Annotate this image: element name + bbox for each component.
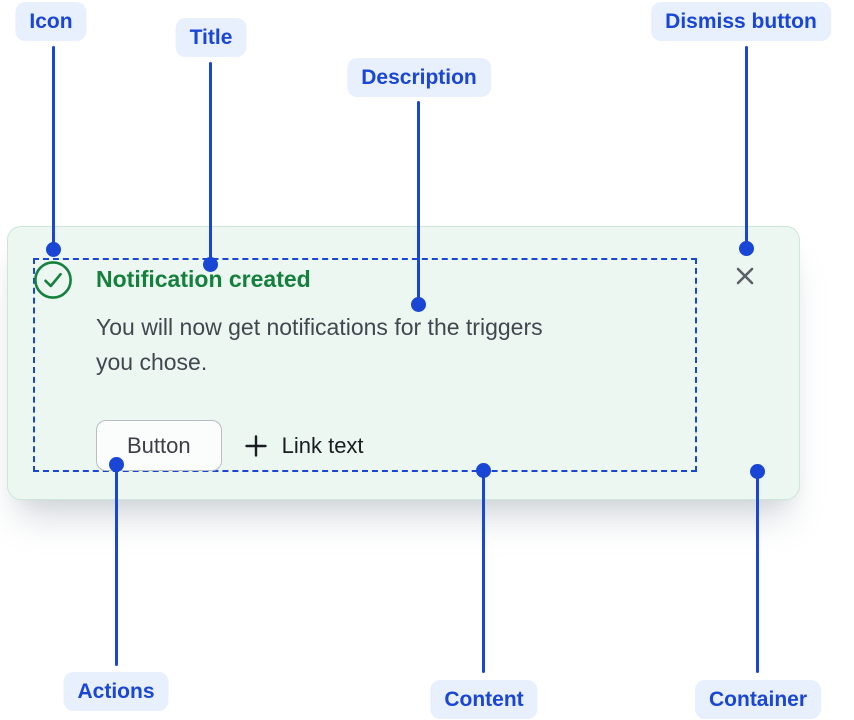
description-line: You will now get notifications for the t… (96, 314, 543, 340)
notification-actions: Button Link text (96, 420, 364, 471)
annotation-label-content: Content (430, 680, 538, 719)
annotation-label-title: Title (175, 18, 247, 57)
container-leader-line (756, 471, 759, 673)
notification-description: You will now get notifications for the t… (96, 310, 543, 380)
content-region-outline (33, 258, 697, 472)
notification-container: Notification created You will now get no… (7, 226, 800, 500)
description-leader-line (417, 101, 420, 304)
action-link[interactable]: Link text (243, 433, 364, 459)
content-leader-line (482, 470, 485, 673)
annotation-label-icon: Icon (15, 2, 87, 41)
annotation-label-description: Description (347, 58, 491, 97)
actions-leader-line (115, 464, 118, 666)
actions-leader-dot (109, 457, 124, 472)
link-label: Link text (281, 432, 364, 458)
close-icon (731, 262, 759, 293)
dismiss-leader-line (745, 46, 748, 248)
content-leader-dot (476, 463, 491, 478)
icon-leader-dot (46, 242, 61, 257)
plus-icon (243, 433, 269, 459)
notification-title: Notification created (96, 266, 311, 292)
check-circle-icon (33, 260, 73, 300)
title-leader-line (209, 62, 212, 264)
container-leader-dot (750, 464, 765, 479)
description-line: you chose. (96, 349, 208, 375)
title-leader-dot (203, 257, 218, 272)
description-leader-dot (411, 297, 426, 312)
dismiss-leader-dot (739, 241, 754, 256)
annotation-label-actions: Actions (63, 672, 169, 711)
annotation-label-container: Container (694, 680, 822, 719)
annotation-label-dismiss-button: Dismiss button (651, 2, 831, 41)
icon-leader-line (52, 46, 55, 250)
dismiss-button[interactable] (729, 261, 761, 293)
